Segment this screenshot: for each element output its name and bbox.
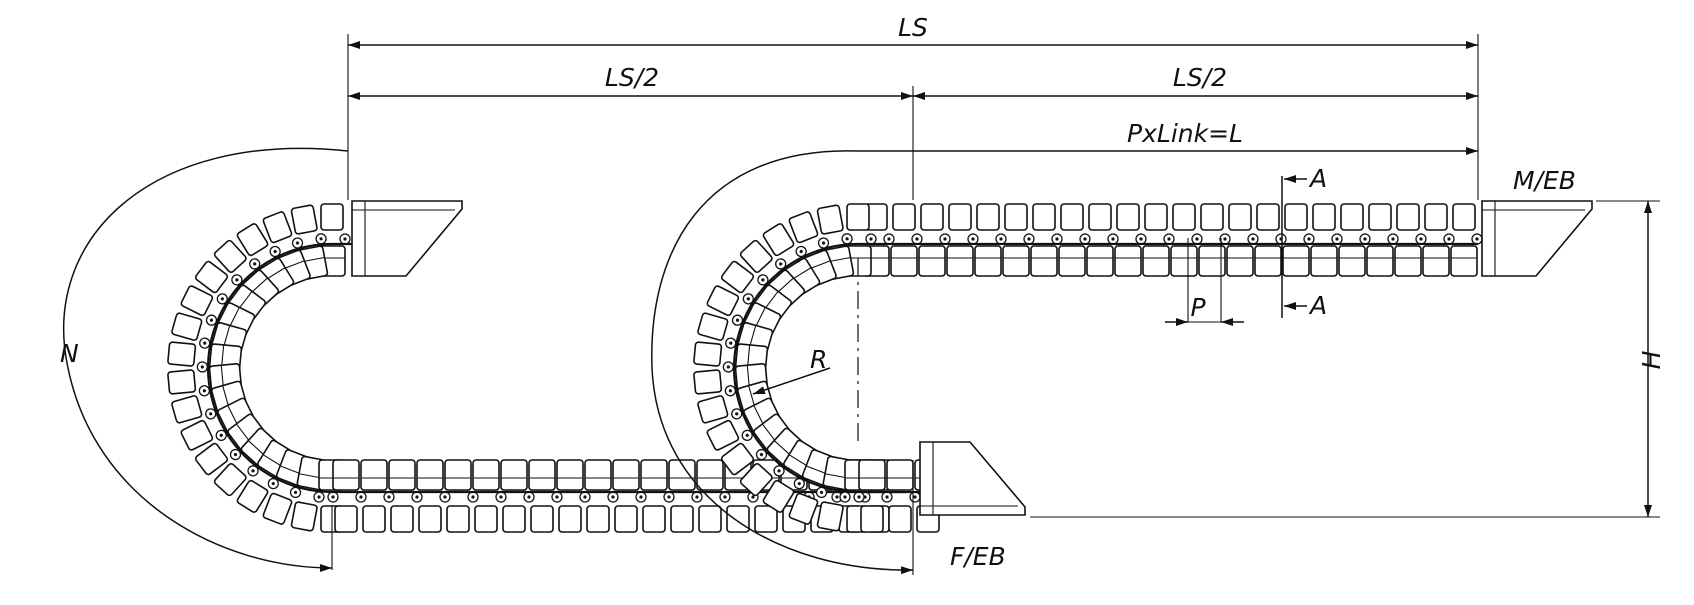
height-label: H	[1637, 350, 1666, 369]
arc-length-curve-right	[651, 150, 914, 575]
mover-end-bracket-right	[1481, 200, 1593, 277]
fixed-end-label: F/EB	[950, 542, 1006, 571]
fixed-end-bracket	[919, 441, 1026, 516]
section-cut-marks	[1281, 175, 1307, 318]
ls-label: LS	[898, 13, 928, 42]
arc-length-label: N	[60, 339, 79, 368]
mover-end-label: M/EB	[1513, 166, 1576, 195]
mover-end-bracket-left	[351, 200, 463, 277]
radius-label: R	[810, 345, 827, 374]
section-a-top-label: A	[1308, 164, 1327, 193]
arc-length-curve-left	[63, 147, 349, 572]
radius-leader	[752, 367, 831, 395]
ls-half-left-label: LS/2	[605, 63, 659, 92]
extension-lines	[331, 34, 1660, 575]
section-a-bottom-label: A	[1308, 291, 1327, 320]
pxlink-label: PxLink=L	[1127, 119, 1243, 148]
ls-half-right-label: LS/2	[1173, 63, 1227, 92]
chain-right-loop	[693, 203, 1483, 533]
pitch-label: P	[1190, 293, 1206, 322]
